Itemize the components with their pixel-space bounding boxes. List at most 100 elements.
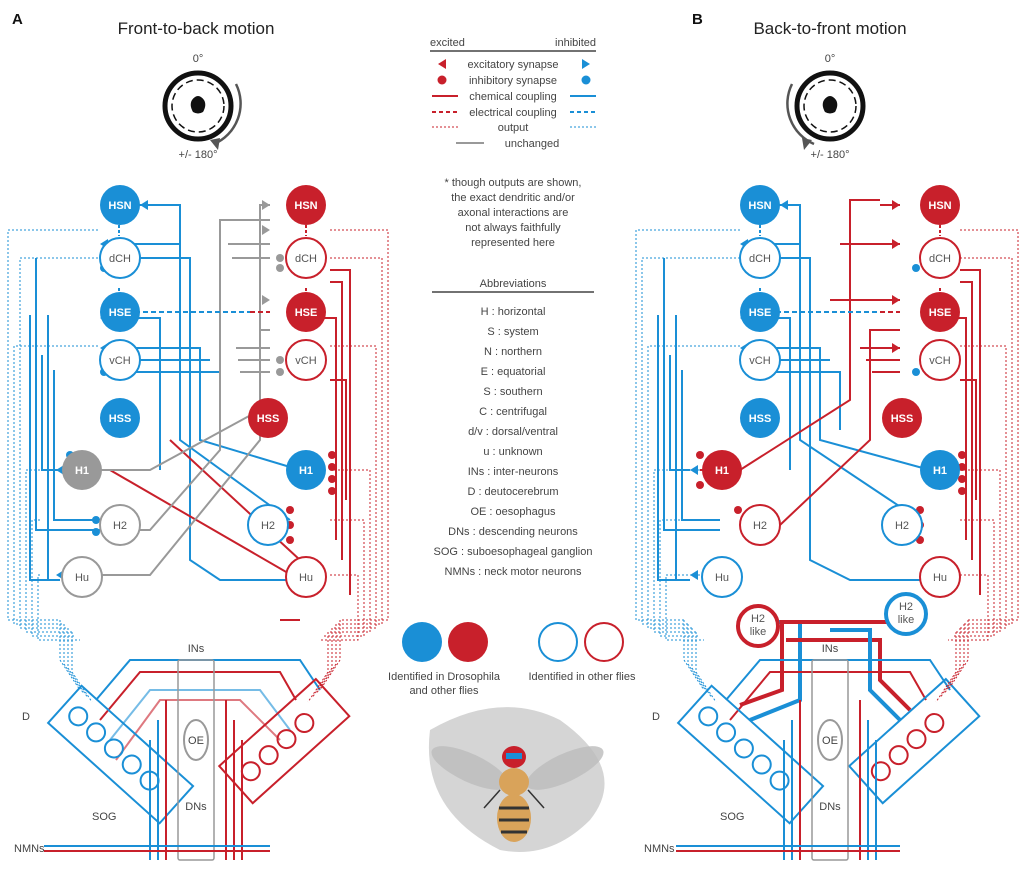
panel-a-DNs-label: DNs — [185, 801, 207, 813]
excitatory-synapse-blue-icon — [582, 59, 590, 69]
svg-text:dCH: dCH — [749, 253, 771, 265]
panel-b-neuron-HSN-right: HSN — [920, 185, 960, 225]
panel-b-DNs-label: DNs — [819, 801, 841, 813]
legend-item-output: output — [498, 122, 529, 134]
panel-a-title: Front-to-back motion — [118, 19, 275, 38]
svg-text:HSN: HSN — [294, 200, 317, 212]
panel-b-D-label: D — [652, 711, 660, 723]
svg-text:* though outputs are shown,: * though outputs are shown, — [445, 177, 582, 189]
svg-text:HSS: HSS — [749, 413, 772, 425]
panel-a-neuron-H2-right: H2 — [247, 504, 289, 546]
svg-text:Hu: Hu — [933, 572, 947, 584]
panel-b-neuron-vCH-left: vCH — [739, 339, 781, 381]
svg-text:H2: H2 — [261, 520, 275, 532]
svg-text:H1: H1 — [299, 465, 313, 477]
svg-text:S : southern: S : southern — [483, 386, 542, 398]
svg-text:H2: H2 — [753, 520, 767, 532]
svg-text:the exact dendritic and/or: the exact dendritic and/or — [451, 192, 575, 204]
identified-other-blue-circle — [538, 622, 578, 662]
panel-b-neuron-HSN-left: HSN — [740, 185, 780, 225]
svg-text:H1: H1 — [933, 465, 947, 477]
svg-text:D : deutocerebrum: D : deutocerebrum — [467, 486, 558, 498]
identified-legend: Identified in Drosophila and other flies… — [388, 622, 636, 697]
svg-text:Hu: Hu — [299, 572, 313, 584]
svg-text:axonal interactions are: axonal interactions are — [458, 207, 569, 219]
panel-b-OE — [817, 719, 843, 761]
inhibitory-synapse-blue-icon — [581, 75, 591, 85]
panel-b-NMNs-label: NMNs — [644, 843, 675, 855]
svg-text:HSS: HSS — [109, 413, 132, 425]
panel-b-angle-top: 0° — [825, 53, 836, 65]
svg-text:H2: H2 — [899, 601, 913, 613]
svg-text:HSN: HSN — [928, 200, 951, 212]
panel-a-neuron-H1-right: H1 — [286, 450, 326, 490]
panel-a-neuron-Hu-left: Hu — [61, 556, 103, 598]
svg-text:dCH: dCH — [929, 253, 951, 265]
svg-text:C : centrifugal: C : centrifugal — [479, 406, 547, 418]
panel-a-OE-label: OE — [188, 735, 204, 747]
panel-b-neuron-H2-like-right: H2 like — [884, 592, 928, 636]
legend-item-inhibitory: inhibitory synapse — [469, 75, 557, 87]
identified-drosophila-blue-circle — [402, 622, 442, 662]
svg-text:H1: H1 — [715, 465, 729, 477]
svg-text:H : horizontal: H : horizontal — [481, 306, 546, 318]
panel-b-neuron-dCH-right: dCH — [919, 237, 961, 279]
svg-text:HSS: HSS — [891, 413, 914, 425]
svg-text:H2: H2 — [751, 613, 765, 625]
svg-text:HSS: HSS — [257, 413, 280, 425]
panel-a-neuron-HSS-left: HSS — [100, 398, 140, 438]
excitatory-synapse-red-icon — [438, 59, 446, 69]
panel-a-neuron-Hu-right: Hu — [285, 556, 327, 598]
svg-text:vCH: vCH — [749, 355, 770, 367]
svg-text:DNs : descending neurons: DNs : descending neurons — [448, 526, 578, 538]
panel-a-OE — [183, 719, 209, 761]
panel-a-neuron-H2-left: H2 — [99, 504, 141, 546]
panel-a-angle-bottom: +/- 180° — [179, 149, 218, 161]
panel-b-neuron-H2-right: H2 — [881, 504, 923, 546]
fly-illustration — [428, 707, 605, 852]
identified-open-label: Identified in other flies — [528, 671, 636, 683]
identified-filled-label-1: Identified in Drosophila — [388, 671, 501, 683]
svg-text:HSE: HSE — [295, 307, 318, 319]
panel-b-D-box-right — [847, 677, 981, 805]
panel-b-DNs-column — [811, 659, 849, 861]
panel-b-SOG-label: SOG — [720, 811, 744, 823]
panel-b-letter: B — [692, 11, 703, 28]
svg-text:N : northern: N : northern — [484, 346, 542, 358]
svg-text:H1: H1 — [75, 465, 89, 477]
panel-a-neuron-dCH-right: dCH — [285, 237, 327, 279]
svg-text:Hu: Hu — [715, 572, 729, 584]
svg-text:dCH: dCH — [295, 253, 317, 265]
svg-text:like: like — [750, 626, 767, 638]
svg-text:SOG : suboesophageal ganglion: SOG : suboesophageal ganglion — [433, 546, 592, 558]
svg-text:not always faithfully: not always faithfully — [465, 222, 561, 234]
panel-b-neuron-HSE-right: HSE — [920, 292, 960, 332]
panel-b-OE-label: OE — [822, 735, 838, 747]
panel-a-neuron-HSE-right: HSE — [286, 292, 326, 332]
svg-text:S : system: S : system — [487, 326, 538, 338]
svg-text:HSN: HSN — [748, 200, 771, 212]
panel-b-angle-bottom: +/- 180° — [811, 149, 850, 161]
inhibitory-synapse-red-icon — [437, 75, 447, 85]
panel-a-neuron-vCH-left: vCH — [99, 339, 141, 381]
svg-text:d/v : dorsal/ventral: d/v : dorsal/ventral — [468, 426, 558, 438]
panel-a-neuron-vCH-right: vCH — [285, 339, 327, 381]
panel-a-D-label: D — [22, 711, 30, 723]
svg-text:Hu: Hu — [75, 572, 89, 584]
svg-text:OE : oesophagus: OE : oesophagus — [470, 506, 556, 518]
abbreviations-title: Abbreviations — [480, 278, 547, 290]
svg-text:HSE: HSE — [749, 307, 772, 319]
panel-b-D-box — [676, 684, 825, 825]
svg-text:HSE: HSE — [929, 307, 952, 319]
panel-b-INs-label: INs — [822, 643, 839, 655]
svg-text:like: like — [898, 614, 915, 626]
panel-a-circuit: HSN dCH HSE vCH HSS H1 H2 Hu — [7, 185, 389, 861]
panel-a-NMNs-label: NMNs — [14, 843, 45, 855]
panel-b-neuron-H2-left: H2 — [739, 504, 781, 546]
panel-a-angle-top: 0° — [193, 53, 204, 65]
panel-a-neuron-HSN-left: HSN — [100, 185, 140, 225]
panel-b-title: Back-to-front motion — [753, 19, 906, 38]
panel-b-neuron-HSS-left: HSS — [740, 398, 780, 438]
panel-a-SOG-label: SOG — [92, 811, 116, 823]
legend-inhibited-label: inhibited — [555, 37, 596, 49]
